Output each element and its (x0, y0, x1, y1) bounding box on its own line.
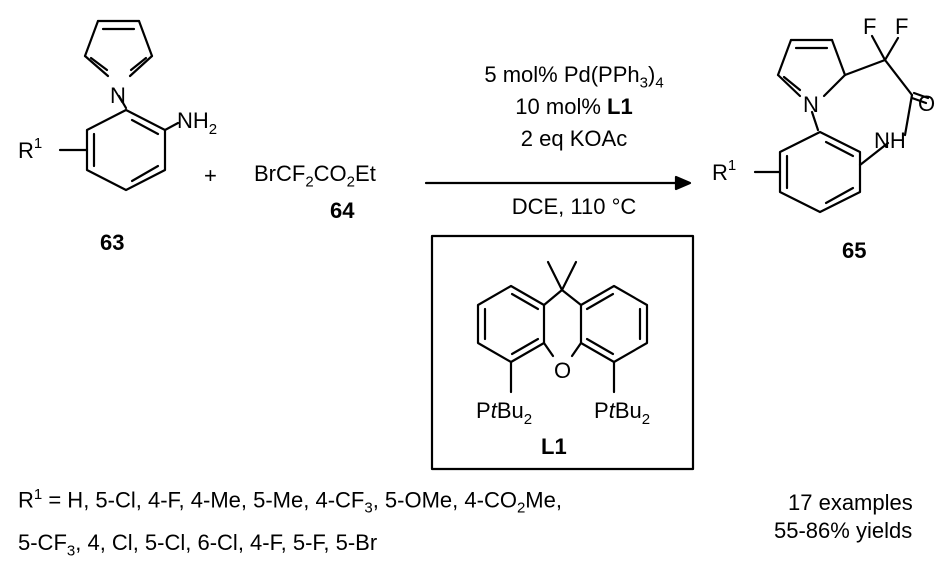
condition-base: 2 eq KOAc (520, 126, 628, 151)
substituent-sub-1: 3 (364, 499, 373, 517)
atom-f1-65: F (863, 14, 876, 39)
reagent-part-2: CO (313, 161, 347, 186)
substituent-sub-3: 3 (66, 542, 76, 560)
atom-r1-63: R1 (18, 135, 42, 163)
pyrrole-ring-63 (83, 19, 154, 110)
atom-nh-65: NH (874, 128, 906, 153)
ligand-ref: L1 (607, 94, 633, 119)
reagent-part-1: BrCF (254, 161, 306, 186)
reaction-arrow (424, 175, 692, 191)
substituent-text-2: , 5-OMe, 4-CO (372, 487, 517, 513)
r-symbol: R (18, 487, 34, 513)
benzene-ring-63 (58, 108, 180, 192)
pyrrole-ring-65 (776, 38, 847, 98)
r-superscript: 1 (33, 486, 43, 503)
compound-label-63: 63 (100, 230, 125, 255)
reagent-64: BrCF2CO2Et (254, 161, 376, 191)
atom-n-65: N (803, 92, 819, 117)
atom-n-63: N (110, 83, 126, 108)
ligand-box (430, 234, 695, 471)
plus-sign: + (204, 163, 217, 188)
substituent-line-1: R1 = H, 5-Cl, 4-F, 4-Me, 5-Me, 4-CF3, 5-… (18, 478, 658, 526)
condition-solvent-temp: DCE, 110 °C (511, 194, 637, 219)
catalyst-pre: 5 mol% Pd(PPh (484, 62, 640, 87)
substituent-text-1: = H, 5-Cl, 4-F, 4-Me, 5-Me, 4-CF (42, 487, 365, 513)
reagent-sub-1: 2 (305, 173, 314, 191)
condition-ligand: 10 mol% L1 (424, 96, 724, 118)
examples-count: 17 examples (788, 490, 913, 515)
atom-r1-65: R1 (712, 157, 736, 185)
atom-f2-65: F (895, 14, 908, 39)
summary-clip: 17 examples 55-86% yields (760, 488, 938, 548)
compound-label-65: 65 (842, 238, 867, 263)
reagent-part-3: Et (355, 161, 376, 186)
substituent-sub-2: 2 (516, 499, 526, 517)
ligand-loading: 10 mol% (515, 94, 608, 119)
atom-o-ligand: O (554, 358, 571, 383)
substituent-text-5: , 4, Cl, 5-Cl, 6-Cl, 4-F, 5-F, 5-Br (75, 529, 378, 555)
atom-nh2-63: NH2 (177, 108, 217, 138)
benzene-ring-65 (753, 130, 862, 214)
catalyst-post: ) (647, 62, 656, 87)
substituent-text-3: Me, (525, 487, 562, 513)
atom-o-65: O (918, 91, 935, 116)
substituent-text-4: 5-CF (18, 529, 67, 555)
yield-range: 55-86% yields (774, 518, 913, 543)
compound-label-64: 64 (330, 198, 355, 223)
reagent-sub-2: 2 (346, 173, 356, 191)
substituent-line-2: 5-CF3, 4, Cl, 5-Cl, 6-Cl, 4-F, 5-F, 5-Br (18, 526, 658, 568)
substituent-list: R1 = H, 5-Cl, 4-F, 4-Me, 5-Me, 4-CF3, 5-… (18, 478, 658, 568)
catalyst-sub-3: 3 (639, 74, 648, 92)
atom-ptbu2-right: PtBu2 (594, 398, 650, 428)
ligand-structure (476, 260, 649, 394)
condition-catalyst: 5 mol% Pd(PPh3)4 (424, 62, 724, 92)
atom-ptbu2-left: PtBu2 (476, 398, 532, 428)
catalyst-sub-4: 4 (655, 74, 664, 92)
diazepinone-ring-65 (810, 34, 930, 167)
ligand-label: L1 (541, 434, 567, 459)
